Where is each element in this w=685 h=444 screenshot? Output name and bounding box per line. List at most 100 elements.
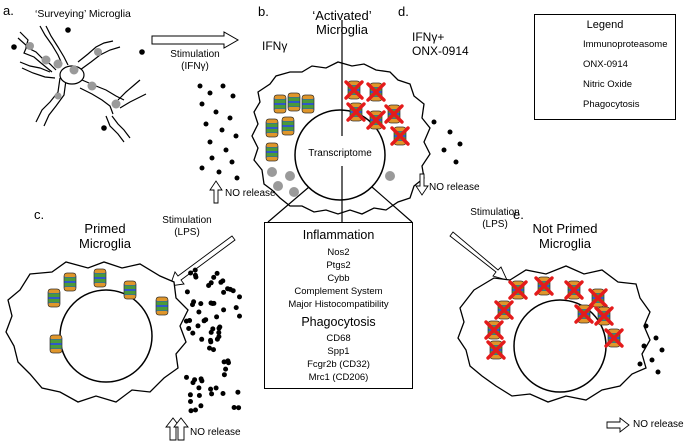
inflammation-item: Nos2 xyxy=(327,247,350,258)
stimulation-lps-left-2: (LPS) xyxy=(174,227,200,238)
panel-d-letter: d. xyxy=(398,4,409,19)
nitric-oxide-dot xyxy=(191,299,197,305)
no-release-up-arrow-b xyxy=(209,180,223,204)
nitric-oxide-dot xyxy=(198,376,204,382)
panel-d-condition-1: IFNγ+ xyxy=(412,30,445,44)
nitric-oxide-dot xyxy=(209,301,215,306)
nitric-oxide-dot xyxy=(221,289,227,295)
inflammation-item: Cybb xyxy=(327,273,350,284)
nitric-oxide-dot xyxy=(193,407,198,413)
nitric-oxide-dot xyxy=(231,405,237,410)
panel-d-condition-2: ONX-0914 xyxy=(412,44,469,58)
no-release-right-arrow-e xyxy=(606,417,630,433)
primed-title-line1: Primed xyxy=(84,221,126,236)
transcriptome-label: Transcriptome xyxy=(300,149,380,159)
nitric-oxide-dot xyxy=(214,270,220,276)
nitric-oxide-dot xyxy=(196,309,202,315)
nitric-oxide-dot xyxy=(192,272,198,278)
nitric-oxide-dots-c xyxy=(183,267,242,414)
nitric-oxide-dot xyxy=(190,380,196,386)
panel-c-letter: c. xyxy=(34,207,45,222)
not-primed-microglia-cell xyxy=(457,265,651,403)
surveying-microglia-cell xyxy=(11,25,147,143)
stimulation-arrow-ifn xyxy=(151,31,240,49)
activated-title-line1: ‘Activated’ xyxy=(312,8,372,23)
nitric-oxide-dot xyxy=(223,366,229,372)
no-release-up-arrow-c xyxy=(165,417,189,441)
no-release-label-d: NO release xyxy=(429,182,480,193)
nitric-oxide-dot xyxy=(209,391,215,397)
nitric-oxide-dot xyxy=(188,270,194,276)
inflammation-heading: Inflammation xyxy=(302,228,375,242)
nitric-oxide-dot xyxy=(213,385,219,391)
panel-b-letter: b. xyxy=(258,4,269,19)
phagocytosis-item: CD68 xyxy=(326,333,351,344)
no-release-down-arrow-d xyxy=(415,173,429,196)
legend-label-phagocytosis: Phagocytosis xyxy=(583,99,640,110)
no-release-label-c: NO release xyxy=(190,427,241,438)
transcriptome-info-box: Inflammation Nos2 Ptgs2 Cybb Complement … xyxy=(264,222,413,389)
nitric-oxide-dot xyxy=(227,286,233,292)
stimulation-lps-left-1: Stimulation xyxy=(162,215,212,226)
nitric-oxide-dot xyxy=(195,323,201,329)
nitric-oxide-dot xyxy=(196,393,202,398)
nitric-oxide-dot xyxy=(208,386,214,392)
no-release-label-b: NO release xyxy=(225,188,276,199)
nitric-oxide-dot xyxy=(221,307,227,313)
panel-b-condition: IFNγ xyxy=(262,39,288,53)
inflammation-item: Ptgs2 xyxy=(326,260,351,271)
phagocytosis-item: Mrc1 (CD206) xyxy=(308,372,369,383)
stimulation-arrow-lps-right xyxy=(449,231,508,281)
nitric-oxide-dot xyxy=(233,305,239,311)
nitric-oxide-dot xyxy=(198,301,204,307)
nitric-oxide-dot xyxy=(207,345,212,351)
nitric-oxide-dot xyxy=(214,314,220,320)
legend-label-immunoproteasome: Immunoproteasome xyxy=(583,39,668,50)
nitric-oxide-dot xyxy=(186,326,192,331)
nitric-oxide-dot xyxy=(188,408,194,414)
phagocytosis-item: Spp1 xyxy=(327,346,350,357)
panel-e-letter: e. xyxy=(513,207,524,222)
nitric-oxide-dots-d xyxy=(431,119,463,165)
nitric-oxide-dot xyxy=(206,283,212,288)
panel-a-letter: a. xyxy=(3,3,14,18)
nitric-oxide-dot xyxy=(199,336,205,342)
nitric-oxide-dot xyxy=(187,318,193,323)
legend-label-onx: ONX-0914 xyxy=(583,59,628,70)
stimulation-lps-right-2: (LPS) xyxy=(482,219,508,230)
activated-title-line2: Microglia xyxy=(315,22,368,37)
nitric-oxide-dot xyxy=(210,326,216,332)
nitric-oxide-dot xyxy=(211,347,216,353)
nitric-oxide-dot xyxy=(188,399,193,404)
nitric-oxide-dot xyxy=(221,359,227,365)
stimulation-ifn-label-1: Stimulation xyxy=(170,49,220,60)
nitric-oxide-dot xyxy=(216,334,222,340)
nitric-oxide-dot xyxy=(211,274,217,280)
legend-label-nitric-oxide: Nitric Oxide xyxy=(583,79,633,90)
not-primed-title-line1: Not Primed xyxy=(532,221,598,236)
nitric-oxide-dot xyxy=(220,391,226,396)
nitric-oxide-dot xyxy=(225,358,231,364)
no-release-label-e: NO release xyxy=(633,419,684,430)
nitric-oxide-dots-e xyxy=(637,323,665,375)
nitric-oxide-dot xyxy=(201,318,207,324)
stimulation-ifn-label-2: (IFNγ) xyxy=(181,61,209,72)
stimulation-arrow-lps-left xyxy=(169,235,236,287)
nitric-oxide-dot xyxy=(236,405,242,411)
phagocytosis-heading: Phagocytosis xyxy=(301,315,376,329)
primed-microglia-cell xyxy=(5,261,189,403)
inflammation-item: Major Histocompatibility xyxy=(288,299,389,310)
nitric-oxide-dot xyxy=(184,289,190,295)
inflammation-item: Complement System xyxy=(294,286,383,297)
legend: Legend Immunoproteasome ONX-0914 Nitric … xyxy=(534,14,676,120)
phagocytosis-item: Fcgr2b (CD32) xyxy=(307,359,370,370)
nitric-oxide-dot xyxy=(218,279,224,285)
activated-microglia-cell xyxy=(251,20,431,223)
nitric-oxide-dots-b xyxy=(197,83,240,181)
nitric-oxide-dot xyxy=(217,324,223,330)
nitric-oxide-dot xyxy=(221,372,227,378)
nitric-oxide-dot xyxy=(192,267,198,273)
nitric-oxide-dot xyxy=(235,389,241,395)
